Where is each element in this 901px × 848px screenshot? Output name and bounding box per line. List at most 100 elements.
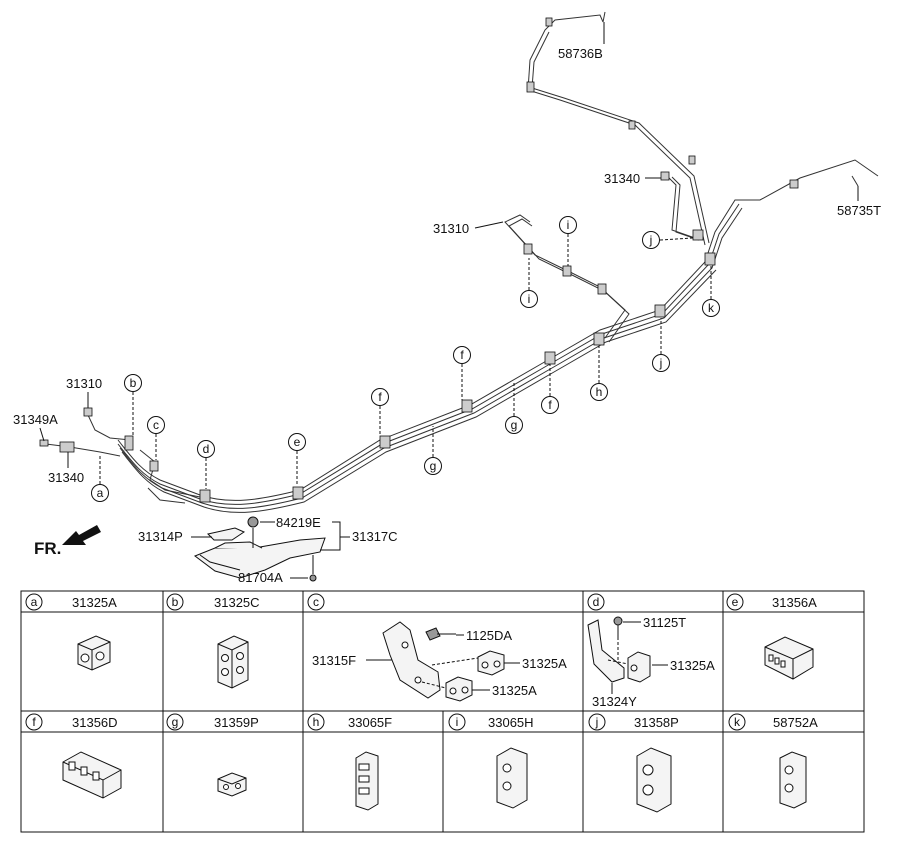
svg-text:31359P: 31359P bbox=[214, 715, 259, 730]
svg-text:i: i bbox=[528, 292, 531, 306]
callout-f: f bbox=[453, 346, 471, 400]
label-81704A: 81704A bbox=[238, 570, 283, 585]
svg-text:c: c bbox=[313, 595, 319, 609]
svg-text:f: f bbox=[460, 348, 464, 362]
label-84219E: 84219E bbox=[276, 515, 321, 530]
clip-33065H-icon bbox=[496, 747, 528, 809]
svg-text:31325A: 31325A bbox=[522, 656, 567, 671]
table-cell-j: j 31358P bbox=[588, 713, 679, 813]
table-cell-a: a 31325A bbox=[25, 593, 117, 671]
svg-text:g: g bbox=[430, 459, 437, 473]
svg-text:1125DA: 1125DA bbox=[466, 628, 512, 643]
label-31310-left: 31310 bbox=[66, 376, 102, 391]
callout-k: k bbox=[702, 266, 720, 317]
table-cell-e: e 31356A bbox=[726, 593, 817, 680]
svg-text:31324Y: 31324Y bbox=[592, 694, 637, 709]
main-part-labels: 58736B 31340 58735T 31310 31310 31349A 3… bbox=[13, 22, 881, 485]
clip-31356D-icon bbox=[62, 751, 122, 799]
svg-text:58752A: 58752A bbox=[773, 715, 818, 730]
label-58735T: 58735T bbox=[837, 203, 881, 218]
label-31310-mid: 31310 bbox=[433, 221, 469, 236]
svg-text:b: b bbox=[130, 376, 137, 390]
clip-31359P-icon bbox=[217, 772, 247, 797]
callout-c: c bbox=[147, 416, 165, 460]
parts-table: a 31325A b 31325C c bbox=[20, 590, 865, 833]
front-direction-indicator: FR. bbox=[34, 525, 101, 558]
svg-text:k: k bbox=[708, 301, 715, 315]
svg-text:a: a bbox=[31, 595, 38, 609]
svg-text:j: j bbox=[659, 356, 663, 370]
svg-text:31356D: 31356D bbox=[72, 715, 118, 730]
svg-text:d: d bbox=[593, 595, 600, 609]
pipe-clips bbox=[39, 17, 799, 503]
svg-text:31358P: 31358P bbox=[634, 715, 679, 730]
label-31340-left: 31340 bbox=[48, 470, 84, 485]
label-58736B: 58736B bbox=[558, 46, 603, 61]
heat-shield-assembly: 31314P 84219E 31317C 81704A bbox=[138, 515, 398, 585]
svg-text:31325A: 31325A bbox=[492, 683, 537, 698]
callout-markers: a b c d e f bbox=[91, 216, 720, 502]
svg-text:31125T: 31125T bbox=[643, 615, 686, 630]
callout-j: j bbox=[642, 231, 694, 249]
svg-text:j: j bbox=[595, 715, 599, 729]
callout-i: i bbox=[520, 258, 538, 308]
callout-e: e bbox=[288, 433, 306, 486]
table-cell-i: i 33065H bbox=[448, 713, 534, 809]
callout-b: b bbox=[124, 374, 142, 436]
callout-h: h bbox=[590, 346, 608, 401]
svg-text:h: h bbox=[596, 385, 603, 399]
table-cell-f: f 31356D bbox=[25, 713, 122, 799]
svg-text:31356A: 31356A bbox=[772, 595, 817, 610]
svg-text:a: a bbox=[97, 486, 104, 500]
svg-text:31325A: 31325A bbox=[72, 595, 117, 610]
svg-text:i: i bbox=[456, 715, 459, 729]
svg-text:i: i bbox=[567, 218, 570, 232]
table-cell-b: b 31325C bbox=[166, 593, 260, 689]
table-cell-d: d 31125T 31325A 31324Y bbox=[587, 593, 715, 709]
clip-31358P-icon bbox=[636, 747, 672, 813]
grommet-84219E bbox=[247, 516, 259, 528]
clip-31325C-icon bbox=[217, 635, 249, 689]
table-cell-c: c 1125DA 313 bbox=[307, 593, 567, 702]
clip-31325A-c-bottom-icon bbox=[445, 676, 473, 702]
svg-text:j: j bbox=[649, 233, 653, 247]
svg-text:31325A: 31325A bbox=[670, 658, 715, 673]
svg-text:33065H: 33065H bbox=[488, 715, 534, 730]
clip-33065F-icon bbox=[355, 751, 379, 811]
clip-31325A-d-icon bbox=[627, 651, 651, 683]
front-arrow-icon bbox=[62, 525, 101, 545]
label-31317C: 31317C bbox=[352, 529, 398, 544]
clip-31325A-icon bbox=[77, 635, 111, 671]
bolt-31125T-icon bbox=[613, 616, 623, 640]
callout-a: a bbox=[91, 456, 109, 502]
svg-text:d: d bbox=[203, 442, 210, 456]
table-cell-k: k 58752A bbox=[728, 713, 818, 809]
svg-text:k: k bbox=[734, 715, 741, 729]
clip-31325A-c-top-icon bbox=[477, 650, 505, 676]
svg-text:31325C: 31325C bbox=[214, 595, 260, 610]
svg-text:33065F: 33065F bbox=[348, 715, 392, 730]
svg-text:e: e bbox=[294, 435, 301, 449]
label-31349A: 31349A bbox=[13, 412, 58, 427]
label-31314P: 31314P bbox=[138, 529, 183, 544]
nut-81704A bbox=[309, 574, 317, 582]
table-cell-h: h 33065F bbox=[307, 713, 392, 811]
callout-i: i bbox=[559, 216, 577, 266]
svg-text:FR.: FR. bbox=[34, 539, 61, 558]
svg-text:g: g bbox=[511, 418, 518, 432]
clip-31356A-icon bbox=[764, 636, 814, 680]
callout-f: f bbox=[371, 388, 389, 436]
fuel-pipe-bundle bbox=[45, 11, 879, 513]
clip-58752A-icon bbox=[779, 751, 807, 809]
callout-g: g bbox=[505, 382, 523, 434]
pad-31314P bbox=[207, 527, 246, 541]
svg-text:31315F: 31315F bbox=[312, 653, 356, 668]
label-31340-top: 31340 bbox=[604, 171, 640, 186]
bolt-1125DA-icon bbox=[425, 627, 456, 641]
svg-text:f: f bbox=[548, 398, 552, 412]
callout-j: j bbox=[652, 318, 670, 372]
svg-text:g: g bbox=[172, 715, 179, 729]
svg-text:h: h bbox=[313, 715, 320, 729]
svg-text:c: c bbox=[153, 418, 159, 432]
